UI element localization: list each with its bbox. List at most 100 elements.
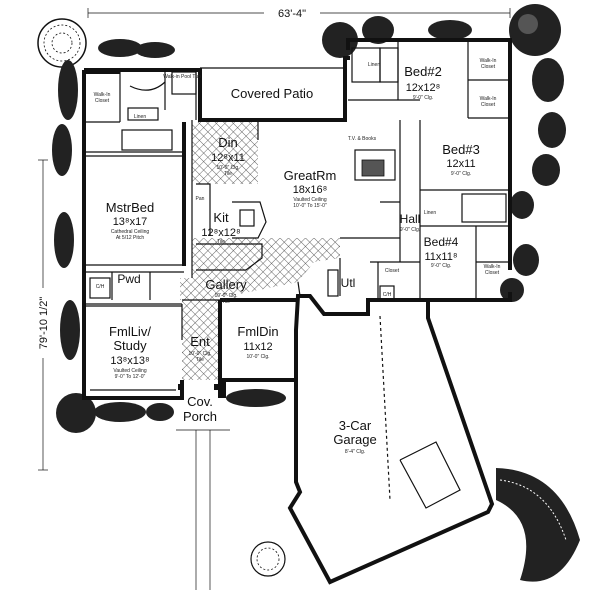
porch-name2: Porch (183, 409, 217, 424)
gallery-note2: Tile (222, 299, 230, 305)
room-pwd: Pwd (117, 272, 140, 286)
utl-ch-label: C/H (383, 292, 392, 298)
mstr-walkin-label: Walk-In (94, 92, 111, 98)
din-name: Din (218, 135, 238, 150)
room-bed4: Bed#4 11x11⁸ 9'-0" Clg. (424, 235, 459, 269)
bed4-name: Bed#4 (424, 235, 459, 249)
mstr-linen-label: Linen (134, 114, 146, 120)
dimension-depth: 79'-10 1/2" (35, 159, 51, 471)
tree-bottom (250, 541, 286, 577)
fmlliv-name2: Study (113, 338, 147, 353)
fmlliv-name1: FmlLiv/ (109, 324, 151, 339)
bed3-note: 9'-0" Clg. (451, 171, 471, 177)
ent-note2: Tile (196, 357, 204, 363)
bed4-walkin-label: Walk-In (484, 264, 501, 270)
room-din: Din 12⁸x11 10'-0" Clg. Tile (211, 135, 245, 177)
room-mstrbed: MstrBed 13⁸x17 Cathedral Ceiling At 5/12… (106, 200, 154, 241)
room-ent: Ent 10'-0" Clg. Tile (188, 334, 211, 363)
shrubs-right (500, 58, 566, 302)
shrubs-left (52, 60, 96, 433)
porch-name1: Cov. (187, 394, 213, 409)
din-note2: Tile (224, 171, 232, 177)
room-bed2: Bed#2 12x12⁸ 9'-0" Clg. (404, 64, 442, 101)
hall-name: Hall (400, 212, 421, 226)
mstrbed-note1: Cathedral Ceiling (111, 229, 150, 235)
fmldin-note: 10'-0" Clg. (246, 354, 269, 360)
bed2-name: Bed#2 (404, 64, 442, 79)
din-note1: 10'-0" Clg. (216, 165, 239, 171)
hall-linen-label: Linen (424, 210, 436, 216)
bed3-walkin-label: Walk-In (480, 96, 497, 102)
hall-note: 9'-0" Clg. (400, 227, 420, 233)
overall-depth-label: 79'-10 1/2" (38, 297, 50, 350)
mstrbed-note2: At 5/12 Pitch (116, 235, 145, 241)
mstrbed-name: MstrBed (106, 200, 154, 215)
exterior-walls (82, 38, 512, 585)
planter-garage-right (496, 468, 580, 582)
greatrm-name: GreatRm (284, 168, 337, 183)
utl-closet-label: Closet (385, 268, 400, 274)
bed3-name: Bed#3 (442, 142, 480, 157)
ent-note1: 10'-0" Clg. (188, 351, 211, 357)
room-porch: Cov. Porch (183, 394, 217, 424)
landscaping (37, 4, 580, 582)
kit-name: Kit (213, 210, 229, 225)
room-covered-patio: Covered Patio (231, 86, 313, 101)
tv-books-label: T.V. & Books (348, 136, 377, 142)
kit-note: Tile (217, 239, 225, 245)
tile-floors (180, 122, 340, 380)
bed4-note: 9'-0" Clg. (431, 263, 451, 269)
mstr-closet-label: Closet (95, 98, 110, 104)
shrubs-front (94, 389, 286, 422)
bed2-walkin-label: Walk-In (480, 58, 497, 64)
garage-name2: Garage (333, 432, 376, 447)
room-utl: Utl (341, 276, 356, 290)
din-dim: 12⁸x11 (211, 152, 245, 164)
overall-width-label: 63'-4" (278, 8, 306, 20)
garage-note: 8'-4" Clg. (345, 449, 365, 455)
dimension-width: 63'-4" (87, 4, 511, 20)
shrubs-top (98, 16, 472, 58)
fmlliv-note1: Vaulted Ceiling (113, 368, 146, 374)
gallery-note1: 10'-0" Clg. (214, 293, 237, 299)
bed4-closet-label: Closet (485, 270, 500, 276)
greatrm-dim: 18x16⁸ (293, 184, 328, 196)
room-fmlliv: FmlLiv/ Study 13⁸x13⁸ Vaulted Ceiling 9'… (109, 324, 151, 380)
small-annotations: Walk-In Closet Walk-in Pool Tub Linen T.… (94, 58, 501, 298)
bed4-dim: 11x11⁸ (425, 251, 458, 263)
bed2-dim: 12x12⁸ (406, 82, 441, 94)
garage-name1: 3-Car (339, 418, 372, 433)
pool-tub-label: Walk-in Pool Tub (163, 74, 201, 80)
fmlliv-dim: 13⁸x13⁸ (110, 355, 149, 367)
kit-dim: 12⁸x12⁸ (201, 227, 240, 239)
fmldin-name: FmlDin (237, 324, 278, 339)
fmlliv-note2: 9'-0" To 12'-0" (115, 374, 146, 380)
bed3-closet-label: Closet (481, 102, 496, 108)
greatrm-note1: Vaulted Ceiling (293, 197, 326, 203)
fmldin-dim: 11x12 (243, 341, 272, 353)
mstrbed-dim: 13⁸x17 (113, 216, 148, 228)
gallery-name: Gallery (205, 277, 247, 292)
tree-top-right (509, 4, 561, 56)
room-fmldin: FmlDin 11x12 10'-0" Clg. (237, 324, 278, 360)
room-garage: 3-Car Garage 8'-4" Clg. (333, 418, 376, 455)
covered-patio-label: Covered Patio (231, 86, 313, 101)
bed2-closet-label: Closet (481, 64, 496, 70)
interior-walls (84, 40, 510, 590)
room-bed3: Bed#3 12x11 9'-0" Clg. (442, 142, 480, 177)
bed2-linen-label: Linen (368, 62, 380, 68)
kit-pan-label: Pan (196, 196, 205, 202)
bed3-dim: 12x11 (446, 158, 475, 170)
bed2-note: 9'-0" Clg. (413, 95, 433, 101)
tree-top-left (37, 18, 87, 68)
room-hall: Hall 9'-0" Clg. (400, 212, 421, 233)
room-gallery: Gallery 10'-0" Clg. Tile (205, 277, 247, 305)
ent-name: Ent (190, 334, 210, 349)
pwd-ch-label: C/H (96, 284, 105, 290)
utl-name: Utl (341, 276, 356, 290)
greatrm-note2: 10'-0" To 15'-0" (293, 203, 327, 209)
pwd-name: Pwd (117, 272, 140, 286)
room-greatrm: GreatRm 18x16⁸ Vaulted Ceiling 10'-0" To… (284, 168, 337, 209)
room-kit: Kit 12⁸x12⁸ Tile (201, 210, 240, 245)
